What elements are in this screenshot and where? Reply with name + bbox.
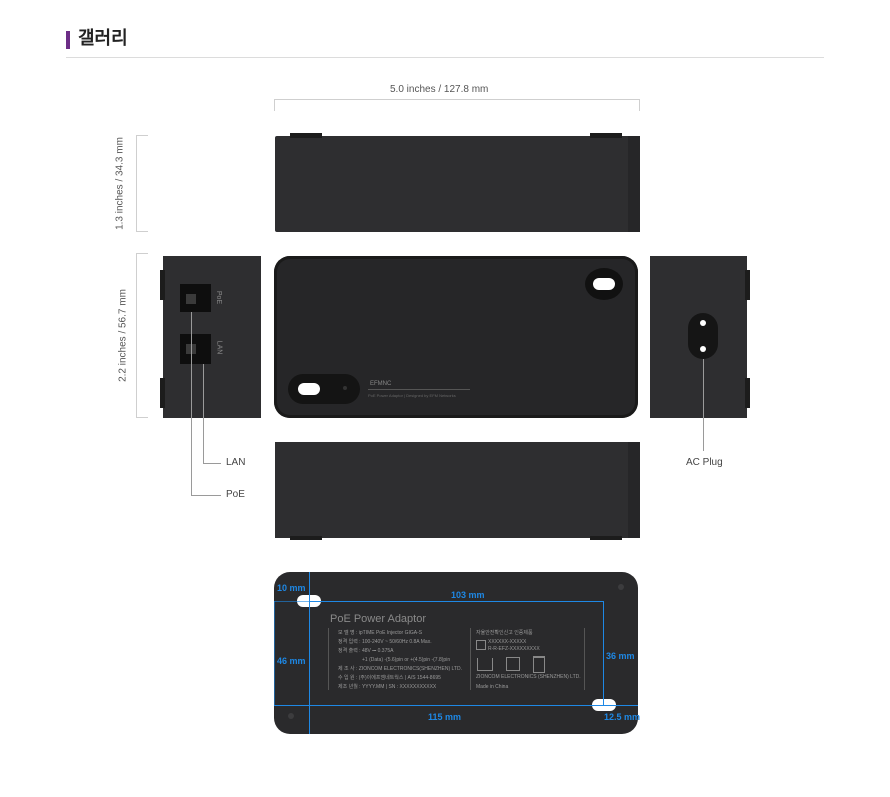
cert-line-1: R-R-EFZ-XXXXXXXXX <box>488 646 540 652</box>
dim-line-outer-left <box>274 601 275 705</box>
device-top-view <box>275 136 640 232</box>
page-title: 갤러리 <box>78 28 128 49</box>
height-dimension-line <box>136 135 137 232</box>
left-view-tab-bottom <box>160 378 165 408</box>
spec-line-2: 정격 출력 : 48V ⎓ 0.375A <box>338 648 394 654</box>
dim-line-inner-width <box>309 601 603 602</box>
device-bottom-profile-edge <box>628 442 640 538</box>
spec-line-5: 수 입 원 : (주)이에프엠네트웍스 | A/S 1544-8695 <box>338 675 441 681</box>
height-dimension-label: 1.3 inches / 34.3 mm <box>114 137 126 230</box>
poe-port-label: PoE <box>215 290 223 305</box>
label-maker: ZIONCOM ELECTRONICS (SHENZHEN) LTD. <box>476 674 581 680</box>
poe-port-clip <box>186 294 196 304</box>
front-led <box>298 383 320 395</box>
depth-dimension-line <box>136 253 137 418</box>
screw-dot-top-right <box>618 584 624 590</box>
cert-line-0: XXXXXX-XXXXX <box>488 639 527 645</box>
spec-line-3: +1 (Data) -(5.6)pin or +(4.5)pin -(7.8)p… <box>362 657 451 663</box>
recycle-house-icon <box>477 658 493 671</box>
poe-callout-vertical <box>191 312 192 495</box>
lan-port-label: LAN <box>215 340 223 355</box>
bottom-profile-foot-left <box>290 536 322 540</box>
spec-line-1: 정격 입력 : 100-240V ~ 50/60Hz 0.8A Max. <box>338 639 432 645</box>
width-dimension-label: 5.0 inches / 127.8 mm <box>390 84 489 95</box>
bottom-profile-foot-right <box>590 536 622 540</box>
height-dimension-tick-bottom <box>136 231 148 232</box>
screw-dot-bottom-left <box>288 713 294 719</box>
dim-inner-width-label: 103 mm <box>451 590 485 600</box>
label-divider-middle <box>470 628 471 690</box>
ac-callout-line <box>703 359 704 451</box>
cert-title: 자율안전확인신고 인증제품 <box>476 630 533 636</box>
left-view-tab-top <box>160 270 165 300</box>
depth-dimension-label: 2.2 inches / 56.7 mm <box>117 289 129 382</box>
ac-callout-label: AC Plug <box>686 457 723 468</box>
ac-plug-pin-bottom <box>700 346 706 352</box>
height-dimension-tick-top <box>136 135 148 136</box>
dim-hole-label: 10 mm <box>277 583 306 593</box>
dim-inner-height-label: 36 mm <box>606 651 635 661</box>
front-brand-logo: EFMNC <box>370 381 392 387</box>
device-top-view-foot-right <box>590 133 622 138</box>
label-divider-right <box>584 628 585 690</box>
title-divider <box>66 57 824 58</box>
dim-outer-height-label: 46 mm <box>277 656 306 666</box>
dim-outer-width-label: 115 mm <box>428 712 462 722</box>
poe-callout-horizontal <box>191 495 221 496</box>
front-vent-hole-inner <box>593 278 615 290</box>
lan-callout-vertical <box>203 364 204 463</box>
device-top-view-foot-left <box>290 133 322 138</box>
spec-line-4: 제 조 사 : ZIONCOM ELECTRONICS(SHENZHEN) LT… <box>338 666 462 672</box>
dim-offset-label: 12.5 mm <box>604 712 641 722</box>
label-title: PoE Power Adaptor <box>330 613 427 625</box>
ac-plug-pin-top <box>700 320 706 326</box>
device-left-view <box>163 256 261 418</box>
device-bottom-profile <box>275 442 640 538</box>
title-accent-bar <box>66 31 70 49</box>
dim-line-outer-width <box>274 705 638 706</box>
lan-callout-horizontal <box>203 463 221 464</box>
right-view-tab-bottom <box>745 378 750 408</box>
spec-line-0: 모 델 명 : ipTIME PoE Injector GIGA-S <box>338 630 423 636</box>
front-led-dot <box>343 386 347 390</box>
dim-line-right-vertical <box>603 601 604 706</box>
lan-callout-label: LAN <box>226 457 246 468</box>
kc-mark-icon <box>476 640 486 650</box>
width-dimension-line <box>274 99 640 100</box>
depth-dimension-tick-bottom <box>136 417 148 418</box>
double-insulation-icon <box>506 657 520 671</box>
width-dimension-tick-right <box>639 99 640 111</box>
right-view-tab-top <box>745 270 750 300</box>
front-tagline: PoE Power Adaptor | Designed by EFM Netw… <box>368 393 456 398</box>
depth-dimension-tick-top <box>136 253 148 254</box>
device-top-view-edge <box>628 136 640 232</box>
label-divider-left <box>328 628 329 690</box>
poe-callout-label: PoE <box>226 489 245 500</box>
spec-line-6: 제조 년월 : YYYY.MM | SN : XXXXXXXXXXX <box>338 684 437 690</box>
weee-bin-icon <box>533 656 545 673</box>
width-dimension-tick-left <box>274 99 275 111</box>
label-origin: Made in China <box>476 684 509 690</box>
device-underside-view <box>274 572 638 734</box>
front-brand-underline <box>368 389 470 390</box>
dim-line-top-left <box>274 601 309 602</box>
dim-line-left-vertical <box>309 572 310 734</box>
